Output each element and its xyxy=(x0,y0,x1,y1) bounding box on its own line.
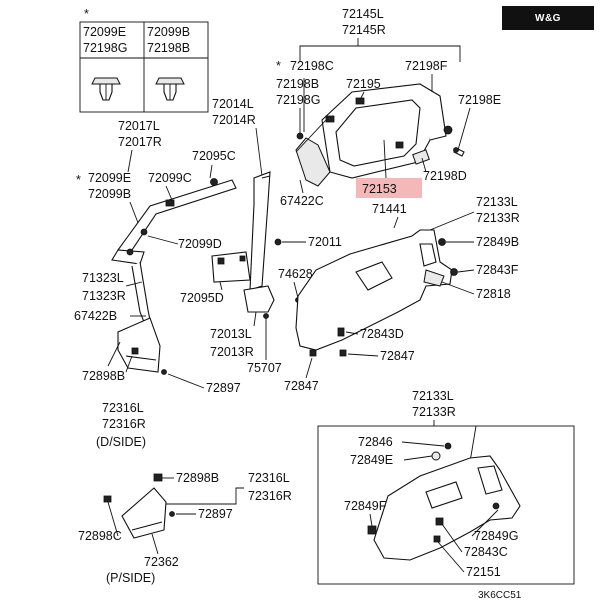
center-pillar-trim xyxy=(211,171,282,313)
clip-label: 72198G xyxy=(83,41,127,55)
part-label: 72014R xyxy=(212,113,256,127)
part-label: 72198D xyxy=(423,169,467,183)
part-label: 72316R xyxy=(102,417,146,431)
part-label: 72849F xyxy=(344,499,387,513)
part-label: 72898C xyxy=(78,529,122,543)
side-caption: (P/SIDE) xyxy=(106,571,155,585)
inset-frame xyxy=(317,425,575,585)
part-label: 71323L xyxy=(82,271,124,285)
part-label: 72017L xyxy=(118,119,160,133)
part-label: 72095C xyxy=(192,149,236,163)
part-label: 72316L xyxy=(102,401,144,415)
part-label: 67422B xyxy=(74,309,117,323)
side-caption: (D/SIDE) xyxy=(96,435,146,449)
part-label: 72145R xyxy=(342,23,386,37)
part-label: 72849G xyxy=(474,529,518,543)
part-label: 72849B xyxy=(476,235,519,249)
part-label: 72013L xyxy=(210,327,252,341)
clip-label: 72099E xyxy=(83,25,126,39)
part-label: 71441 xyxy=(372,202,407,216)
part-label: 72198C xyxy=(290,59,334,73)
part-label: 72843F xyxy=(476,263,519,277)
highlight-box xyxy=(356,178,422,198)
pside-bracket xyxy=(103,473,175,539)
part-label: 75707 xyxy=(247,361,282,375)
part-label: 72145L xyxy=(342,7,384,21)
part-label: 72847 xyxy=(284,379,319,393)
asterisk-mark: * xyxy=(84,7,89,21)
part-label: 72099B xyxy=(88,187,131,201)
quarter-window-trim xyxy=(295,83,465,187)
part-label: 72849E xyxy=(350,453,393,467)
part-label: 72014L xyxy=(212,97,254,111)
side-trim-lower xyxy=(367,442,521,561)
asterisk-mark: * xyxy=(276,59,281,73)
dside-bracket xyxy=(117,317,167,375)
clip-label: 72099B xyxy=(147,25,190,39)
part-label: 72099C xyxy=(148,171,192,185)
side-trim-upper xyxy=(295,229,458,357)
part-label: 72898B xyxy=(176,471,219,485)
part-label: 72843C xyxy=(464,545,508,559)
diagram-code: 3K6CC51 xyxy=(478,590,522,600)
part-label: 72843D xyxy=(360,327,404,341)
part-label: 72133R xyxy=(476,211,520,225)
part-label: 72846 xyxy=(358,435,393,449)
clip-label: 72198B xyxy=(147,41,190,55)
part-label: 67422C xyxy=(280,194,324,208)
asterisk-mark: * xyxy=(76,173,81,187)
part-label: 72897 xyxy=(198,507,233,521)
part-label: 72198F xyxy=(405,59,448,73)
part-label: 72099E xyxy=(88,171,131,185)
part-label: 72818 xyxy=(476,287,511,301)
part-label: 72095D xyxy=(180,291,224,305)
part-label: 72133R xyxy=(412,405,456,419)
clip-table: * 72099E 72198G 72099B 72198B xyxy=(79,7,209,113)
part-label: 74628 xyxy=(278,267,313,281)
part-label: 72898B xyxy=(82,369,125,383)
part-label: 72362 xyxy=(144,555,179,569)
part-label: 72099D xyxy=(178,237,222,251)
part-label: 72198G xyxy=(276,93,320,107)
part-label: 72133L xyxy=(412,389,454,403)
part-label: 72153 xyxy=(362,182,397,196)
part-label: 72011 xyxy=(308,235,342,249)
clip-drawing xyxy=(155,77,185,101)
part-label: 72847 xyxy=(380,349,415,363)
part-label: 72151 xyxy=(466,565,501,579)
part-label: 72133L xyxy=(476,195,518,209)
part-label: 72316R xyxy=(248,489,292,503)
part-label: 72013R xyxy=(210,345,254,359)
brand-logo: W&G xyxy=(502,6,594,30)
part-label: 72198E xyxy=(458,93,501,107)
part-label: 72316L xyxy=(248,471,290,485)
part-label: 72195 xyxy=(346,77,381,91)
clip-drawing xyxy=(91,77,121,101)
part-label: 72897 xyxy=(206,381,241,395)
part-label: 72017R xyxy=(118,135,162,149)
part-label: 71323R xyxy=(82,289,126,303)
part-label: 72198B xyxy=(276,77,319,91)
